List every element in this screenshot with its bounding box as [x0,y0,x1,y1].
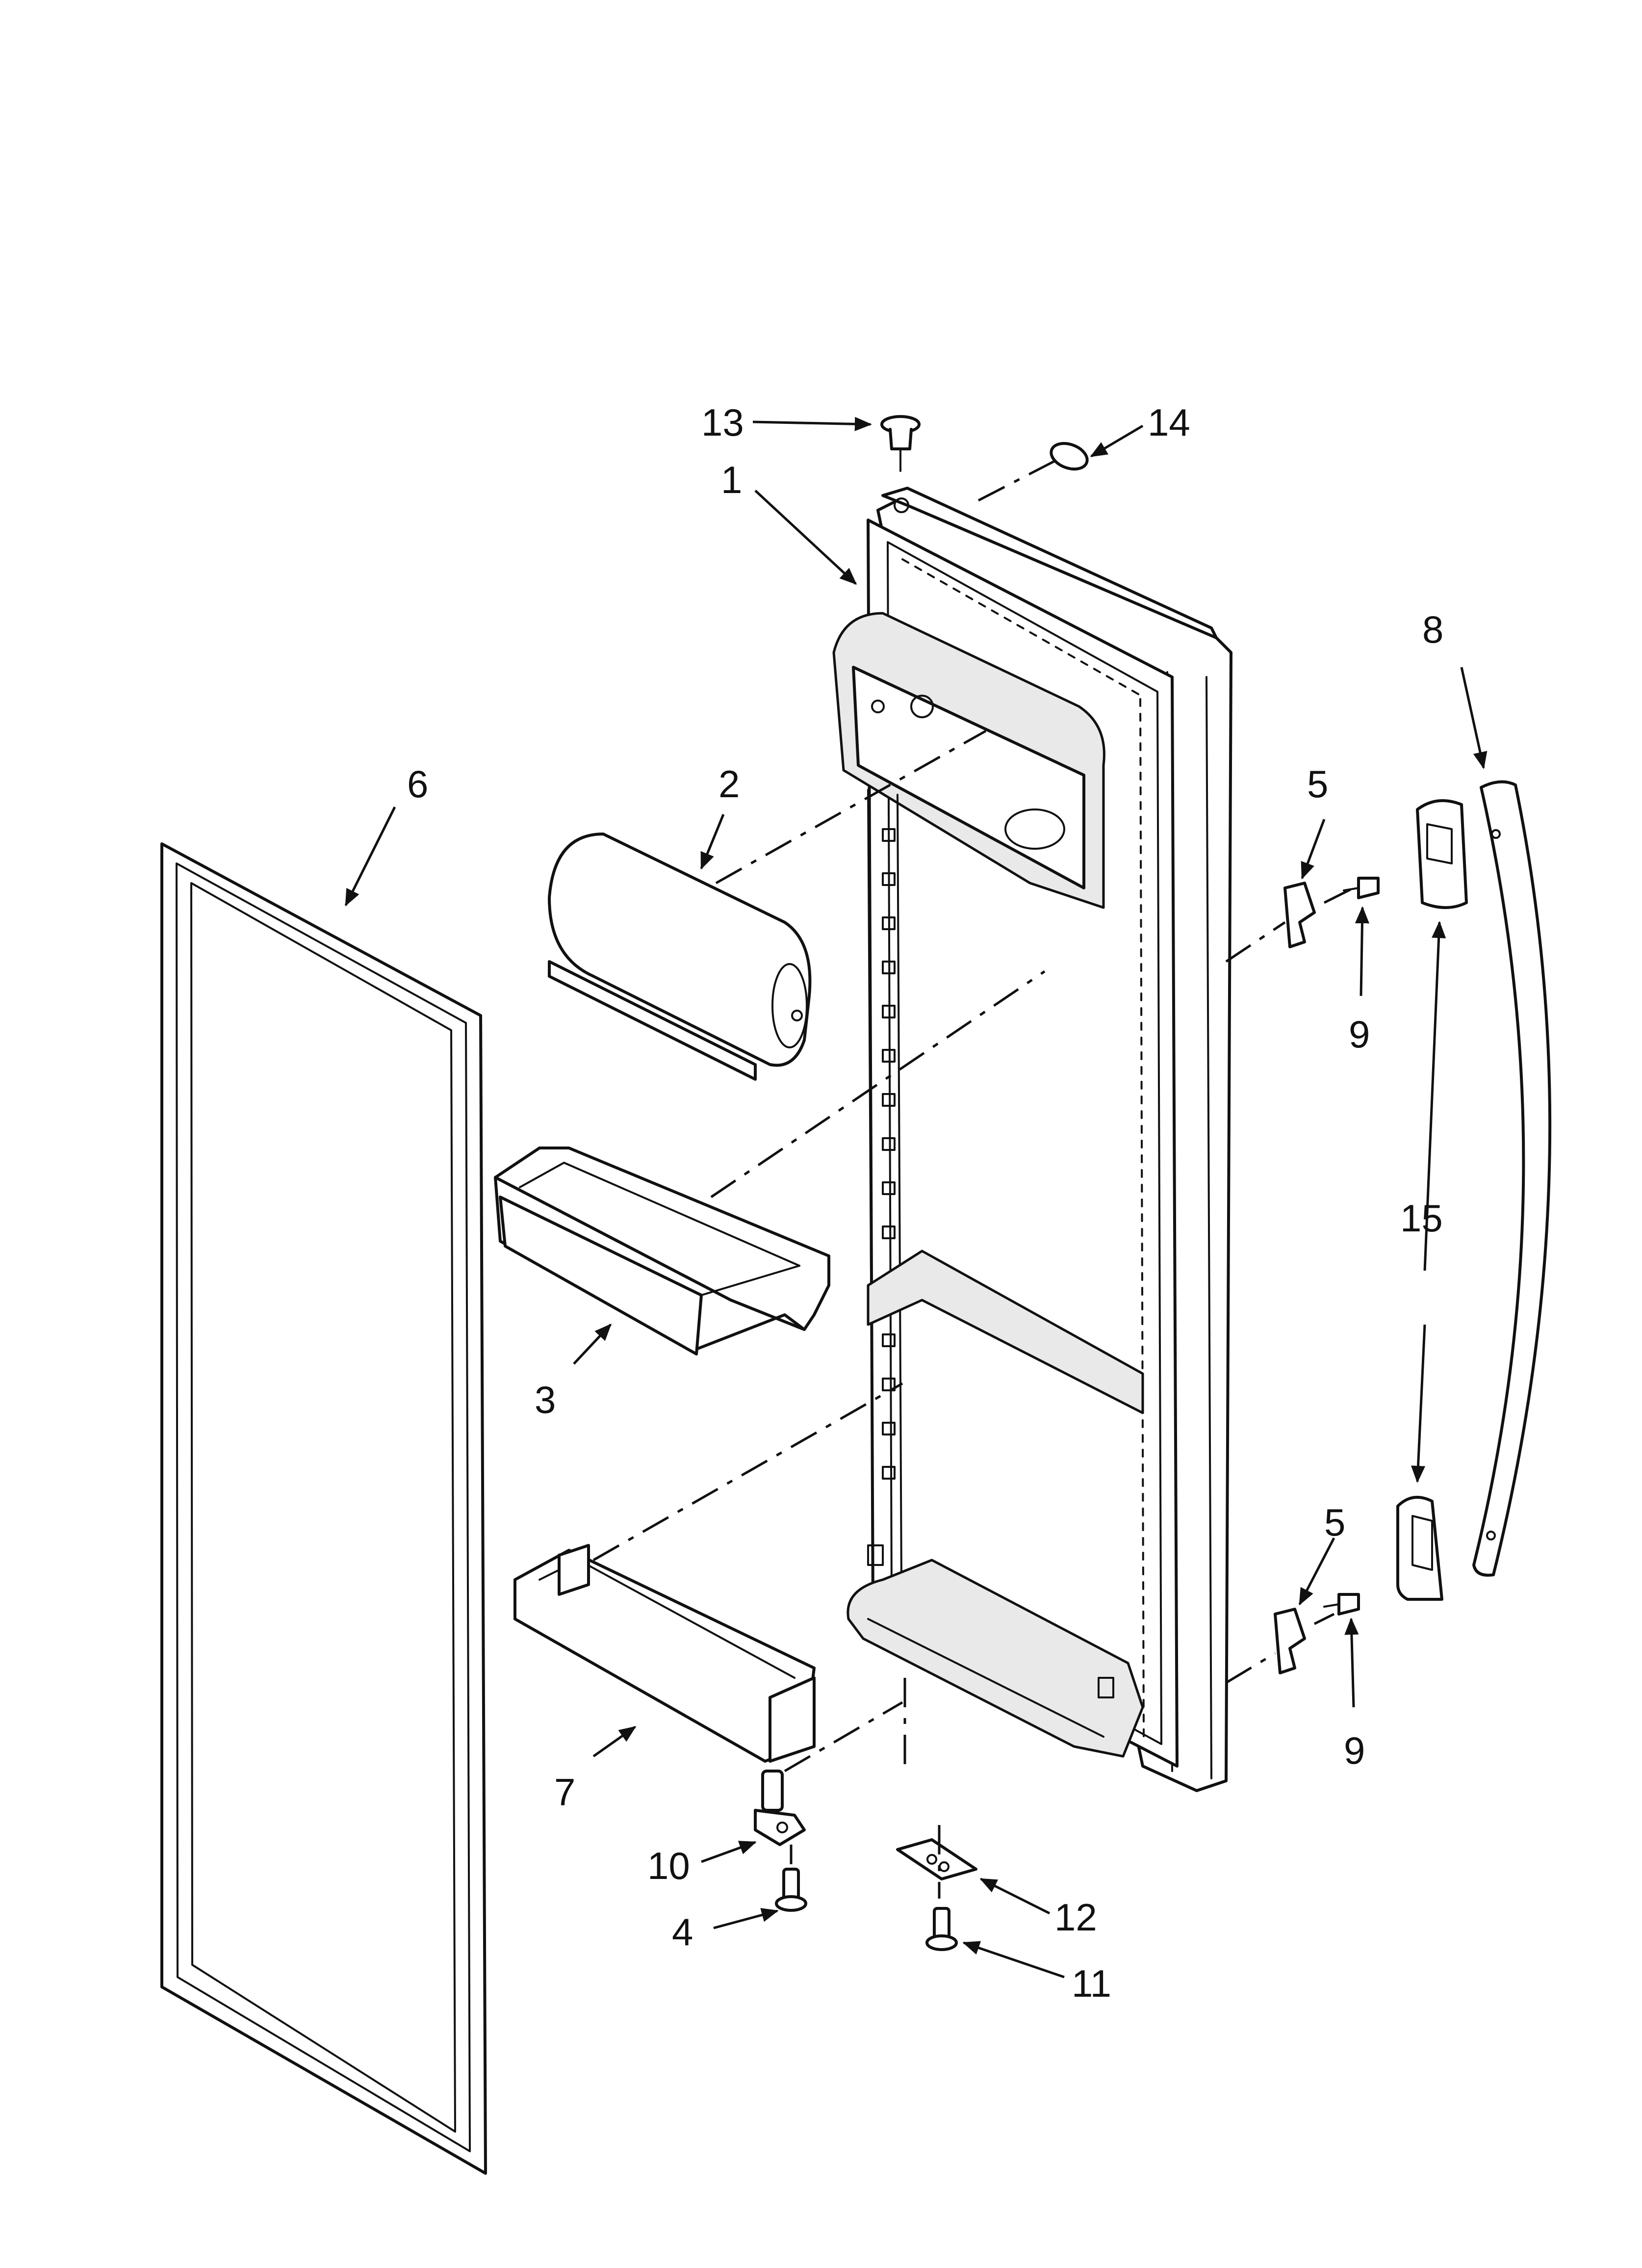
door-assembly [832,487,1232,1792]
callout-10: 10 [647,1844,690,1887]
callout-1: 1 [721,458,742,501]
handle-clip-lower [1274,1608,1306,1674]
hinge-shim [896,1838,977,1880]
callout-13: 13 [701,401,744,444]
shim-screw [925,1907,958,1951]
hinge-screw [775,1868,807,1912]
hinge-bushing [880,415,921,472]
callout-7: 7 [554,1771,575,1814]
handle-end-cap-lower [1396,1496,1443,1601]
callout-5-upper: 5 [1307,762,1328,806]
callout-labels: 13 14 1 6 2 8 5 9 15 3 5 9 7 10 12 4 11 [407,401,1443,2005]
leader-arrows [344,417,1488,1979]
callout-12: 12 [1054,1896,1097,1939]
handle-clip-upper [1283,882,1316,948]
door-bin [494,1147,830,1356]
callout-15: 15 [1400,1197,1443,1240]
callout-5-lower: 5 [1324,1501,1345,1544]
callout-11: 11 [1072,1962,1111,2005]
callout-9-lower: 9 [1344,1729,1365,1772]
dairy-door-bin [548,833,812,1081]
assembly-lines [592,460,1355,1899]
door-gasket [160,842,487,2175]
callout-8: 8 [1422,608,1443,651]
washer [1050,442,1089,471]
screw-upper [1343,877,1380,899]
screw-lower [1323,1593,1360,1616]
callout-9-upper: 9 [1349,1013,1370,1056]
callout-4: 4 [672,1910,693,1954]
door-handle [1472,780,1552,1577]
lower-hinge [754,1770,806,1846]
callout-3: 3 [535,1378,556,1421]
shelf-post-bumps [882,828,896,1480]
callout-2: 2 [718,762,740,806]
callout-14: 14 [1148,401,1190,444]
callout-6: 6 [407,762,428,806]
handle-end-cap-upper [1416,799,1468,909]
bottom-door-shelf [513,1544,816,1763]
